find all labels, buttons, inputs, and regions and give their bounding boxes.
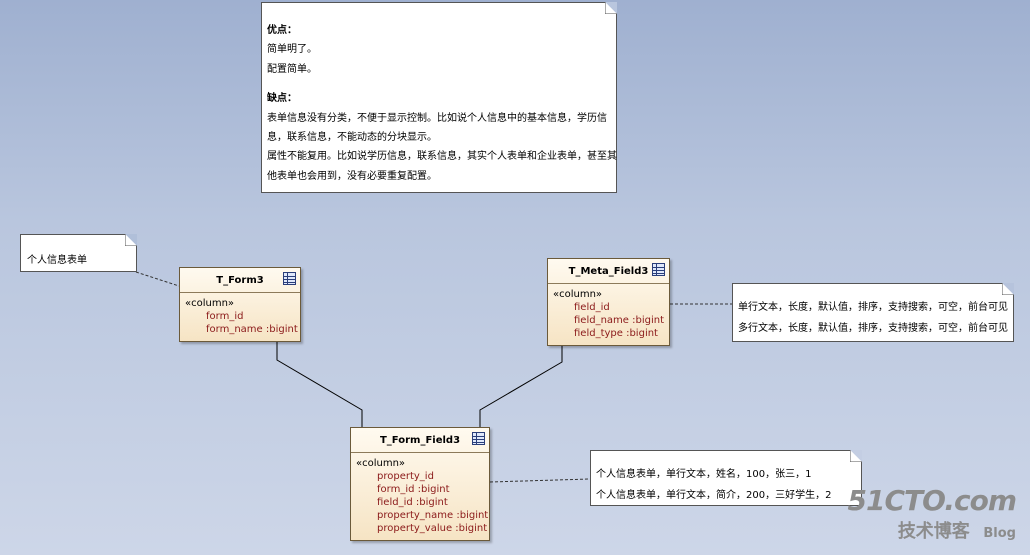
- table-name: T_Form3: [216, 274, 264, 286]
- pros-item: 配置简单。: [267, 63, 317, 75]
- form-note-text: 个人信息表单: [27, 255, 87, 266]
- table-name: T_Meta_Field3: [568, 265, 649, 277]
- watermark-subtitle: 技术博客: [897, 521, 970, 542]
- stereotype-label: «column»: [356, 458, 406, 469]
- note-fold-icon: [125, 234, 137, 246]
- form-field-note-line: 个人信息表单，单行文本，姓名，100，张三，1: [596, 469, 812, 480]
- watermark-site: 51CTO.com: [847, 484, 1017, 517]
- table-name: T_Form_Field3: [379, 434, 461, 446]
- form-note: 个人信息表单: [20, 234, 137, 272]
- meta-note-line: 单行文本，长度，默认值，排序，支持搜索，可空，前台可见: [738, 302, 1008, 313]
- meta-note-line: 多行文本，长度，默认值，排序，支持搜索，可空，前台可见: [738, 323, 1008, 334]
- pros-cons-note: 优点： 简单明了。 配置简单。 缺点： 表单信息没有分类，不便于显示控制。比如说…: [261, 2, 617, 193]
- column-field: form_id :bigint: [377, 484, 450, 495]
- table-icon: [652, 263, 665, 276]
- note-fold-icon: [605, 2, 617, 14]
- cons-line: 他表单也会用到，没有必要重复配置。: [267, 170, 437, 182]
- watermark: 51CTO.com 技术博客 Blog: [847, 484, 1017, 543]
- cons-line: 表单信息没有分类，不便于显示控制。比如说个人信息中的基本信息，学历信: [267, 112, 607, 124]
- cons-title: 缺点：: [267, 93, 297, 105]
- form-field-note: 个人信息表单，单行文本，姓名，100，张三，1 个人信息表单，单行文本，简介，2…: [590, 450, 862, 506]
- pros-title: 优点：: [267, 25, 297, 36]
- column-field: property_id: [377, 471, 434, 482]
- association-meta-to-formfield: [479, 346, 563, 427]
- note-fold-icon: [1002, 283, 1014, 295]
- form-field-note-line: 个人信息表单，单行文本，简介，200，三好学生，2: [596, 490, 832, 501]
- column-field: field_type :bigint: [574, 328, 658, 339]
- column-field: field_id: [574, 302, 610, 313]
- column-field: property_name :bigint: [377, 510, 489, 521]
- cons-line: 属性不能复用。比如说学历信息，联系信息，其实个人表单和企业表单，甚至其: [267, 151, 617, 163]
- note-fold-icon: [850, 450, 862, 462]
- column-field: field_name :bigint: [574, 315, 664, 326]
- note-link-form: [135, 271, 180, 287]
- stereotype-label: «column»: [185, 298, 235, 309]
- table-t-form-field[interactable]: T_Form_Field3 «column» property_id form_…: [350, 427, 490, 541]
- note-link-formfield: [489, 478, 591, 483]
- column-field: property_value :bigint: [377, 523, 488, 534]
- column-field: form_name :bigint: [206, 324, 298, 335]
- meta-field-note: 单行文本，长度，默认值，排序，支持搜索，可空，前台可见 多行文本，长度，默认值，…: [732, 283, 1014, 342]
- table-icon: [283, 272, 296, 285]
- table-t-meta-field[interactable]: T_Meta_Field3 «column» field_id field_na…: [547, 258, 670, 346]
- cons-line: 息，联系信息，不能动态的分块显示。: [267, 132, 437, 144]
- table-t-form[interactable]: T_Form3 «column» form_id form_name :bigi…: [179, 267, 301, 342]
- column-field: form_id: [206, 311, 244, 322]
- watermark-blog: Blog: [983, 526, 1016, 541]
- association-form-to-formfield: [276, 342, 363, 427]
- pros-item: 简单明了。: [267, 44, 317, 56]
- stereotype-label: «column»: [553, 289, 603, 300]
- table-icon: [472, 432, 485, 445]
- column-field: field_id :bigint: [377, 497, 448, 508]
